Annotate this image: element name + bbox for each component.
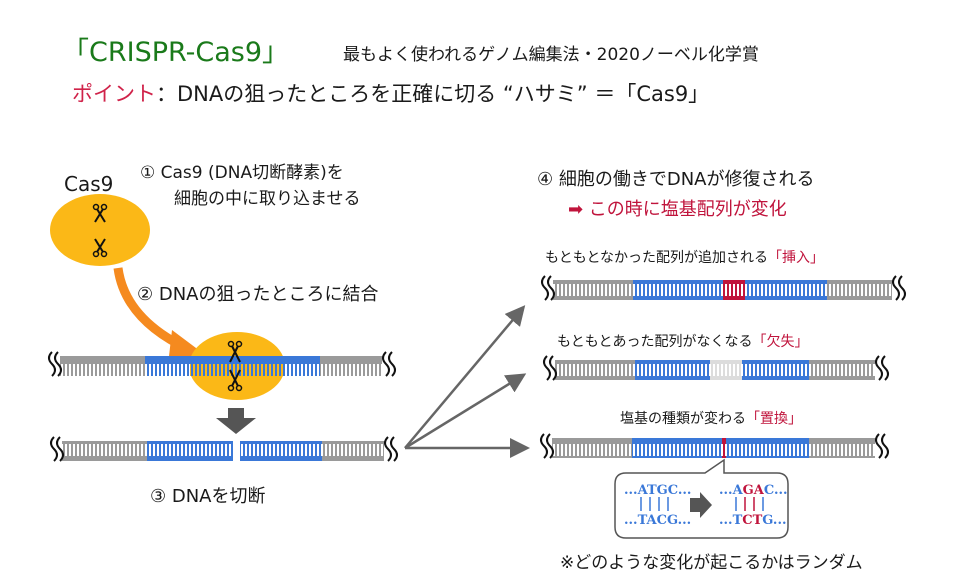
sequence-after-top: ...AGAC... — [719, 483, 788, 498]
seq-prefix: ...T — [719, 513, 743, 528]
step1-line1: ① Cas9 (DNA切断酵素)を — [140, 163, 344, 183]
step4-text: ④ 細胞の働きでDNAが修復される — [537, 169, 815, 190]
page-title: 「CRISPR-Cas9」 — [62, 37, 290, 68]
scissors-icon — [92, 238, 108, 258]
scissors-icon — [92, 203, 108, 223]
outcome-caption-insertion: もともとなかった配列が追加される「挿入」 — [545, 247, 824, 267]
seq-changed: CT — [742, 513, 762, 528]
outcome-caption-deletion: もともとあった配列がなくなる「欠失」 — [557, 331, 808, 351]
break-mark-icon — [892, 275, 906, 301]
seq-prefix: ...A — [719, 483, 744, 498]
base-pair-lines-before — [640, 497, 669, 511]
caption-tag: 「挿入」 — [768, 250, 825, 266]
caption-text: 塩基の種類が変わる — [620, 411, 746, 427]
point-label: ポイント — [72, 82, 156, 106]
outcome-arrow-deletion — [404, 373, 527, 450]
break-mark-icon — [382, 351, 396, 377]
break-mark-icon — [875, 433, 889, 459]
outcome-caption-substitution: 塩基の種類が変わる「置換」 — [620, 408, 802, 428]
sequence-before-top: ...ATGC... — [624, 483, 691, 498]
step1-text: ① Cas9 (DNA切断酵素)を 細胞の中に取り込ませる — [140, 160, 361, 212]
cas9-label: Cas9 — [64, 172, 114, 196]
seq-changed: GA — [743, 483, 765, 498]
point-line: ポイント：DNAの狙ったところを正確に切る “ハサミ” ＝「Cas9」 — [72, 78, 709, 108]
break-mark-icon — [540, 433, 554, 459]
dna-strand-cut — [50, 436, 398, 462]
step4-subtext: ➡ この時に塩基配列が変化 — [568, 199, 787, 220]
seq-suffix: C... — [764, 483, 788, 498]
break-mark-icon — [875, 355, 889, 381]
dna-insertion — [541, 275, 906, 301]
sequence-after-bottom: ...TCTG... — [719, 513, 787, 528]
scissors-icon — [227, 369, 243, 392]
down-arrow-icon — [216, 408, 256, 434]
break-mark-icon — [48, 351, 62, 377]
dna-deletion — [543, 355, 889, 381]
cas9-protein — [50, 194, 150, 266]
caption-text: もともとあった配列がなくなる — [557, 334, 753, 350]
seq-suffix: G... — [762, 513, 786, 528]
point-text: ：DNAの狙ったところを正確に切る “ハサミ” ＝「Cas9」 — [156, 82, 710, 106]
caption-tag: 「欠失」 — [752, 334, 809, 350]
scissors-icon — [227, 340, 243, 363]
step3-text: ③ DNAを切断 — [150, 486, 266, 507]
page-subtitle: 最もよく使われるゲノム編集法・2020ノーベル化学賞 — [343, 45, 759, 65]
dna-substitution — [540, 433, 889, 459]
step2-text: ② DNAの狙ったところに結合 — [137, 284, 379, 305]
sequence-arrow-icon — [690, 492, 712, 518]
break-mark-icon — [50, 436, 64, 462]
footnote: ※どのような変化が起こるかはランダム — [560, 553, 863, 573]
sequence-before-bottom: ...TACG... — [624, 513, 691, 528]
break-mark-icon — [384, 436, 398, 462]
break-mark-icon — [541, 275, 555, 301]
caption-tag: 「置換」 — [746, 411, 802, 427]
dna-strand-bound — [48, 332, 396, 400]
break-mark-icon — [543, 355, 557, 381]
step1-line2: 細胞の中に取り込ませる — [174, 189, 361, 209]
outcome-arrow-insertion — [404, 305, 526, 449]
base-pair-lines-after — [735, 497, 764, 511]
caption-text: もともとなかった配列が追加される — [545, 250, 769, 266]
